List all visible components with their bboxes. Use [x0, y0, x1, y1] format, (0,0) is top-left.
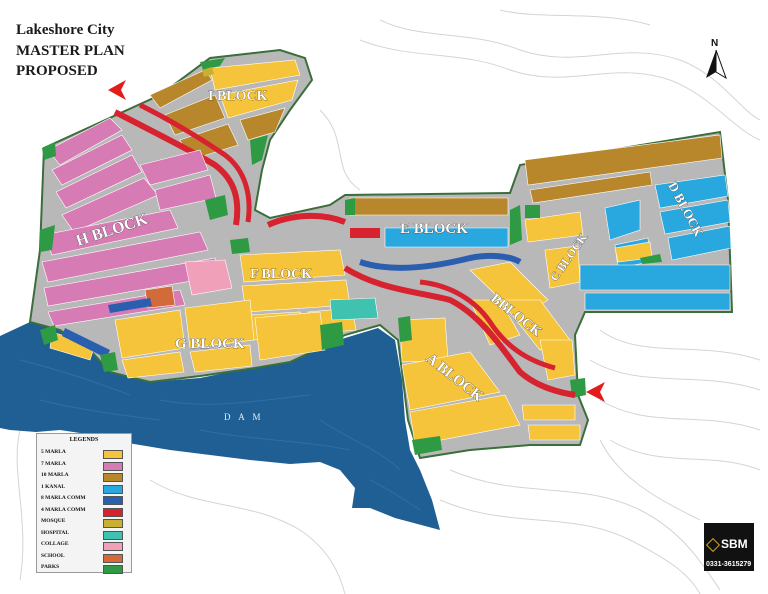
commercial-strip-e — [266, 212, 347, 228]
comm-8marla-center — [359, 252, 522, 271]
b-block-plots — [469, 261, 576, 381]
brand-logo: SBM 0331-3615279 — [704, 523, 754, 571]
contour-lines — [16, 9, 761, 594]
legend-title: LEGENDS — [69, 437, 99, 443]
legend-item-swatch — [103, 553, 123, 563]
legend-panel: LEGENDS 5 MARLA 7 MARLA 10 MARLA 1 KANAL 8 M… — [36, 433, 132, 574]
legend-item-label: 1 KANAL — [41, 483, 65, 490]
legend-item-label: 4 MARLA COMM — [41, 506, 86, 513]
legend-item-label: 7 MARLA — [41, 460, 66, 467]
entrance-arrow-northwest — [108, 80, 126, 100]
i-block-label: I BLOCK — [208, 89, 268, 104]
map-title-line1: Lakeshore City — [16, 22, 115, 38]
legend-item-label: 10 MARLA — [41, 472, 69, 478]
f-block-label: F BLOCK — [250, 267, 312, 282]
f-block-park — [230, 238, 250, 254]
legend-item-swatch — [103, 496, 123, 505]
legend-item-label: MOSQUE — [41, 518, 66, 524]
legend-item-swatch — [103, 565, 123, 574]
college-plot — [184, 259, 233, 296]
a-block-plots — [399, 299, 581, 446]
g-block-parks — [40, 322, 344, 372]
commercial-strip-i — [113, 109, 241, 226]
legend-item-label: COLLAGE — [41, 541, 69, 547]
legend-item-swatch — [103, 450, 123, 459]
north-arrow-icon — [706, 49, 727, 80]
legend-item-swatch — [103, 484, 123, 494]
g-block-label: G BLOCK — [175, 336, 245, 352]
legend-item-swatch — [103, 473, 123, 482]
legend-item-label: SCHOOL — [41, 552, 65, 559]
comm-8marla-h — [108, 298, 152, 313]
hospital-plot — [329, 297, 379, 321]
legend-item-label: 5 MARLA — [41, 449, 66, 455]
legend-item-swatch — [103, 530, 123, 540]
entrance-arrow-east — [586, 382, 605, 402]
legend-item-swatch — [103, 461, 123, 471]
water-texture — [19, 359, 421, 511]
map-title-line2: MASTER PLAN — [16, 43, 125, 59]
h-block-parks — [40, 142, 228, 252]
e-block-plots — [345, 197, 522, 248]
comm-8marla-g — [62, 328, 110, 358]
c-block-plots — [524, 134, 731, 311]
commercial-strip-i2 — [138, 102, 252, 223]
map-title-line3: PROPOSED — [16, 63, 98, 79]
legend-item-label: PARKS — [41, 564, 60, 570]
legend-item-swatch — [103, 519, 123, 528]
legend-item-swatch — [103, 542, 123, 551]
legend-item-label: HOSPITAL — [41, 529, 70, 536]
logo-diamond-icon — [705, 537, 721, 553]
dam-label: D A M — [224, 412, 264, 422]
a-block-parks — [398, 316, 586, 455]
g-block-plots — [49, 299, 326, 379]
dam-water — [0, 322, 440, 530]
logo-brand-text: SBM — [721, 537, 748, 551]
north-label: N — [711, 38, 718, 49]
e-block-label: E BLOCK — [400, 221, 468, 237]
legend-item-label: 8 MARLA COMM — [41, 495, 86, 501]
logo-phone: 0331-3615279 — [706, 561, 752, 568]
commercial-strip-center2 — [419, 279, 556, 371]
commercial-strip-center — [343, 265, 576, 398]
legend-item-swatch — [103, 507, 123, 517]
